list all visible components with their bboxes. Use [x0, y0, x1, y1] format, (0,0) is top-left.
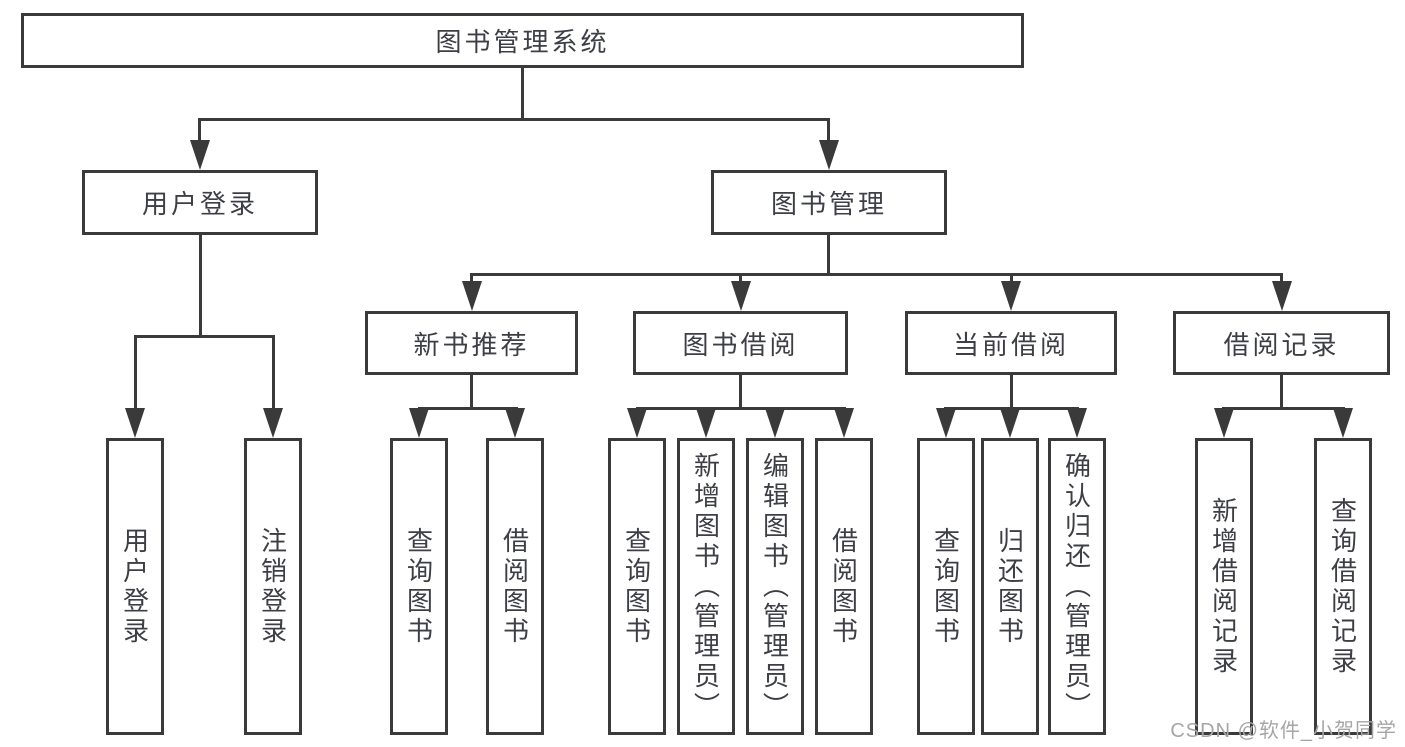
arrow-down-icon [125, 408, 145, 438]
arrow-down-icon [1067, 408, 1087, 438]
arrow-down-icon [936, 408, 956, 438]
leaf-add-borrow-record: 新增借阅记录 [1195, 438, 1253, 735]
arrow-down-icon [505, 408, 525, 438]
connector-line [198, 118, 201, 152]
arrow-down-icon [1000, 408, 1020, 438]
connector-line [470, 375, 473, 410]
connector-line [739, 273, 742, 285]
leaf-user-login: 用户登录 [106, 438, 164, 735]
arrow-down-icon [1001, 281, 1021, 311]
connector-line [198, 118, 830, 121]
connector-line [418, 407, 518, 410]
node-book-management: 图书管理 [711, 170, 947, 235]
node-book-borrowing: 图书借阅 [633, 311, 848, 375]
arrow-down-icon [190, 140, 210, 170]
arrow-down-icon [1272, 281, 1292, 311]
arrow-down-icon [819, 140, 839, 170]
leaf-confirm-return-admin: 确认归还（管理员） [1048, 438, 1106, 735]
node-current-borrowing: 当前借阅 [905, 311, 1117, 375]
node-library-system: 图书管理系统 [21, 13, 1024, 68]
arrow-down-icon [834, 408, 854, 438]
connector-line [521, 68, 524, 121]
arrow-down-icon [409, 408, 429, 438]
connector-line [1222, 407, 1345, 410]
connector-line [1280, 375, 1283, 410]
watermark-text: CSDN @软件_小贺同学 [1170, 720, 1397, 742]
arrow-down-icon [627, 408, 647, 438]
connector-line [827, 235, 830, 276]
leaf-query-books-recommend: 查询图书 [390, 438, 448, 735]
node-borrowing-records: 借阅记录 [1173, 311, 1390, 375]
leaf-query-books-borrowing: 查询图书 [608, 438, 666, 735]
connector-line [134, 335, 275, 338]
connector-line [272, 335, 275, 412]
leaf-return-books: 归还图书 [981, 438, 1039, 735]
connector-line [636, 407, 846, 410]
arrow-down-icon [1333, 408, 1353, 438]
leaf-query-books-current: 查询图书 [917, 438, 975, 735]
leaf-borrow-books-recommend: 借阅图书 [486, 438, 544, 735]
leaf-edit-books-admin: 编辑图书（管理员） [746, 438, 804, 735]
arrow-down-icon [731, 281, 751, 311]
connector-line [1280, 273, 1283, 285]
arrow-down-icon [462, 281, 482, 311]
connector-line [1010, 273, 1013, 285]
node-new-book-recommendation: 新书推荐 [365, 311, 578, 375]
arrow-down-icon [263, 408, 283, 438]
connector-line [199, 235, 202, 338]
arrow-down-icon [765, 408, 785, 438]
connector-line [470, 273, 473, 285]
leaf-query-borrow-record: 查询借阅记录 [1314, 438, 1372, 735]
leaf-borrow-books-borrowing: 借阅图书 [815, 438, 873, 735]
arrow-down-icon [696, 408, 716, 438]
connector-line [134, 335, 137, 412]
leaf-add-books-admin: 新增图书（管理员） [677, 438, 735, 735]
arrow-down-icon [1214, 408, 1234, 438]
node-user-login: 用户登录 [82, 170, 318, 235]
leaf-logout-login: 注销登录 [244, 438, 302, 735]
connector-line [739, 375, 742, 410]
connector-line [470, 273, 1282, 276]
connector-line [827, 118, 830, 152]
connector-line [1010, 375, 1013, 410]
